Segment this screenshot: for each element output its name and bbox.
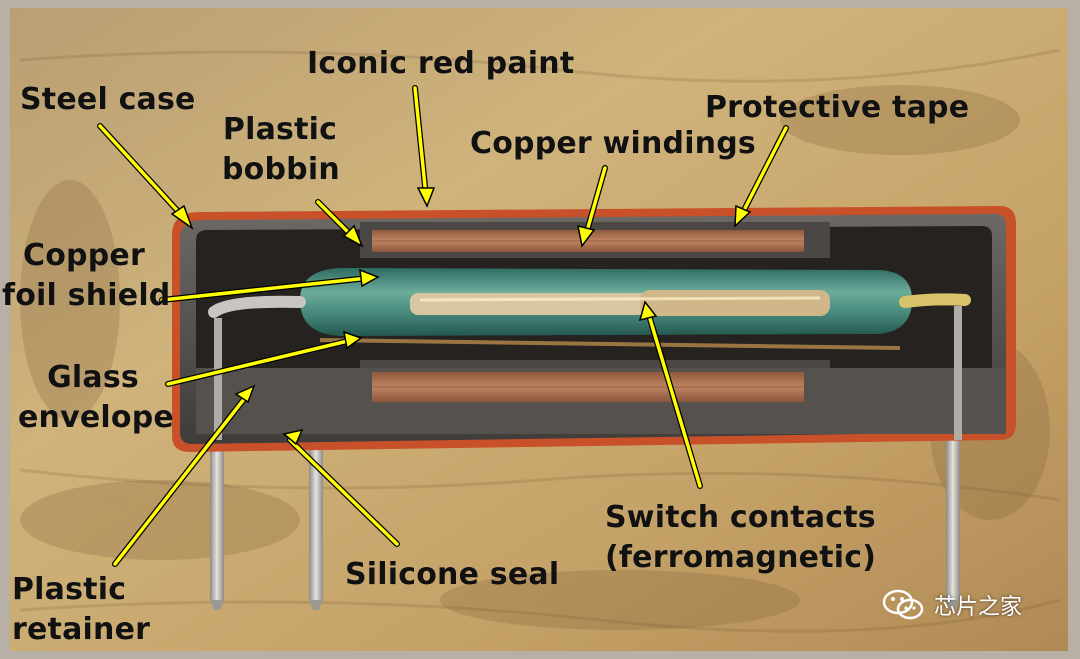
- label-plastic-retainer-line1: Plastic: [12, 572, 127, 607]
- label-copper-windings: Copper windings: [470, 126, 756, 161]
- label-silicone-seal: Silicone seal: [345, 557, 560, 592]
- label-plastic-retainer: Plastic retainer: [12, 570, 150, 650]
- label-plastic-bobbin: Plastic bobbin: [222, 110, 340, 190]
- label-switch-contacts-line1: Switch contacts: [605, 500, 876, 535]
- label-glass-envelope-line1: Glass: [47, 360, 139, 395]
- watermark-text: 芯片之家: [934, 595, 1023, 620]
- label-plastic-retainer-line2: retainer: [12, 612, 151, 647]
- label-glass-envelope: Glass envelope: [18, 358, 174, 438]
- label-copper-foil-shield: Copper foil shield: [2, 236, 171, 316]
- label-plastic-bobbin-line1: Plastic: [222, 112, 338, 147]
- relay-pins: [210, 440, 960, 610]
- label-glass-envelope-line2: envelope: [18, 400, 174, 435]
- label-protective-tape: Protective tape: [705, 90, 970, 125]
- wechat-icon: [882, 589, 924, 620]
- label-plastic-bobbin-line2: bobbin: [222, 152, 340, 187]
- label-steel-case: Steel case: [20, 82, 196, 117]
- label-switch-contacts: Switch contacts (ferromagnetic): [605, 498, 877, 578]
- label-copper-foil-line1: Copper: [23, 238, 145, 273]
- watermark: 芯片之家: [882, 588, 1022, 622]
- label-switch-contacts-line2: (ferromagnetic): [605, 540, 877, 575]
- label-iconic-red-paint: Iconic red paint: [307, 46, 575, 81]
- label-copper-foil-line2: foil shield: [2, 278, 171, 313]
